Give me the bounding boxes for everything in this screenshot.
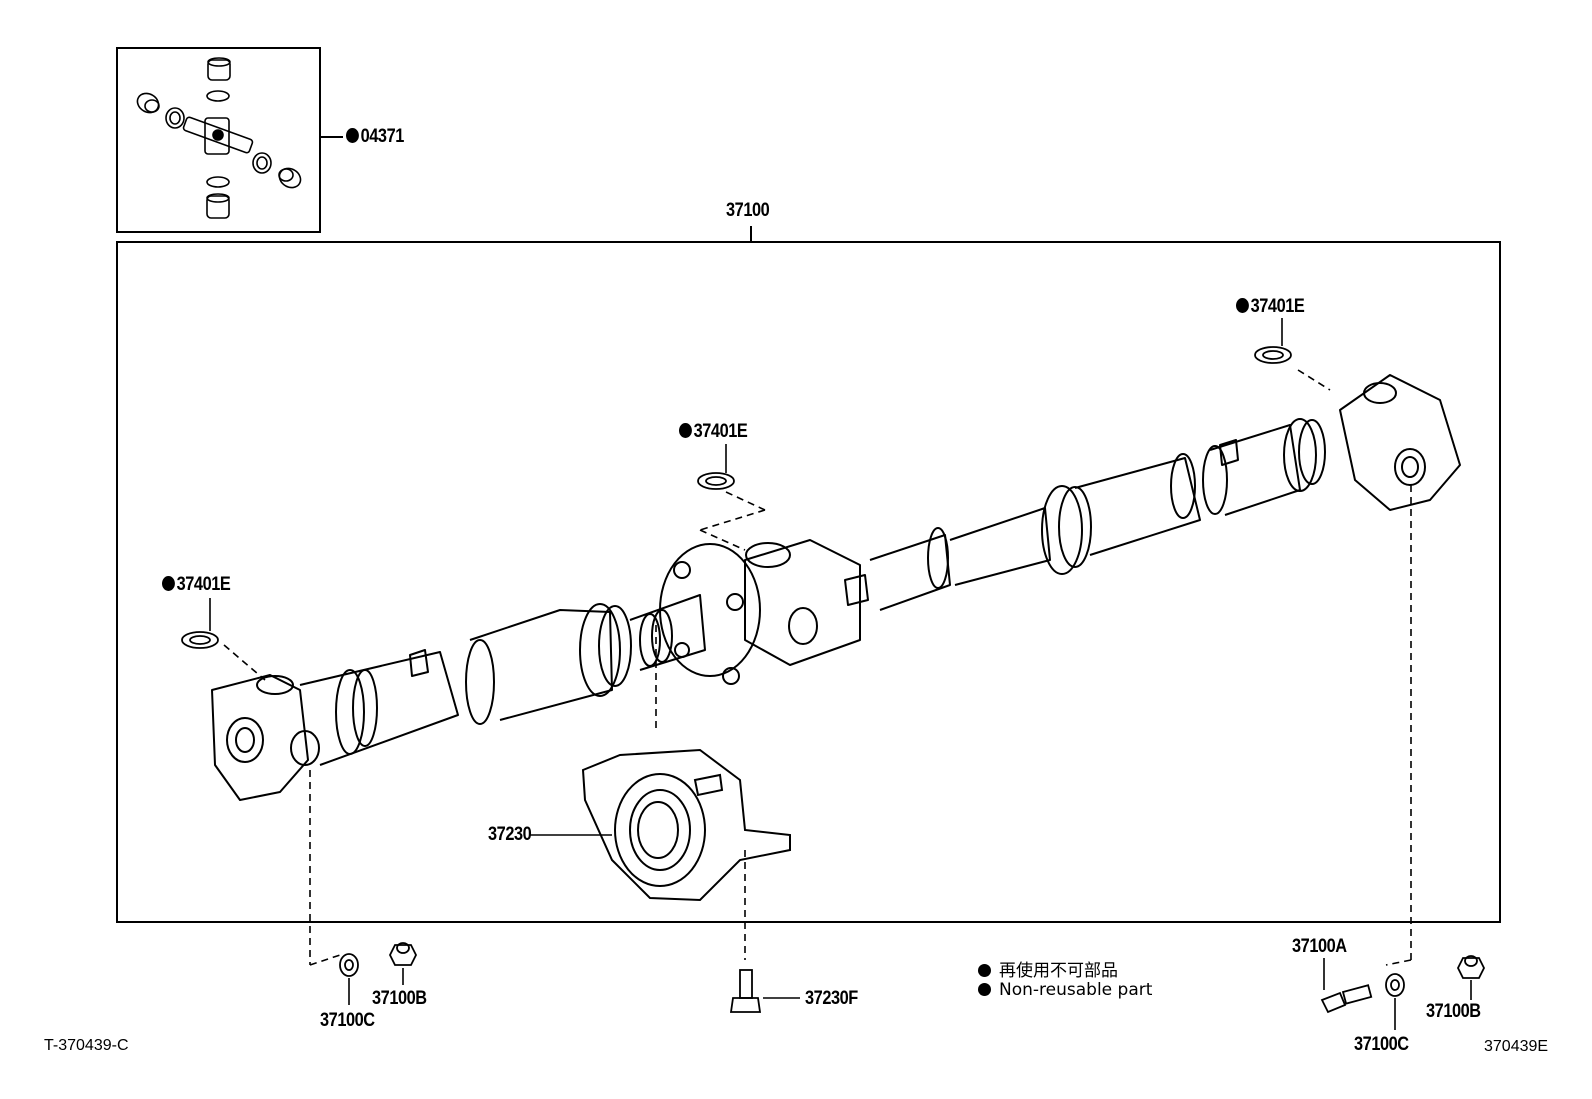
non-reusable-dot-icon bbox=[1236, 298, 1249, 313]
nut-icon bbox=[388, 942, 1486, 979]
label-snap-ring-front: 37401E bbox=[162, 574, 231, 596]
label-universal-joint-kit: 04371 bbox=[346, 126, 404, 148]
label-propeller-shaft-assy: 37100 bbox=[726, 200, 770, 221]
propeller-shaft-drawing bbox=[211, 374, 1461, 801]
non-reusable-dot-icon bbox=[978, 983, 991, 996]
center-bearing-drawing bbox=[530, 748, 791, 902]
label-bolt: 37100A bbox=[1292, 936, 1347, 957]
non-reusable-dot-icon bbox=[162, 576, 175, 591]
label-snap-ring-center: 37401E bbox=[679, 421, 748, 443]
legend-japanese: 再使用不可部品 bbox=[978, 956, 1118, 981]
label-nut-left: 37100B bbox=[372, 988, 427, 1009]
label-snap-ring-rear: 37401E bbox=[1236, 296, 1305, 318]
non-reusable-dot-icon bbox=[679, 423, 692, 438]
label-washer-left: 37100C bbox=[320, 1010, 375, 1031]
propeller-shaft-frame bbox=[116, 226, 1501, 923]
universal-joint-kit-icon bbox=[136, 57, 302, 219]
non-reusable-dot-icon bbox=[346, 128, 359, 143]
legend-english: Non-reusable part bbox=[978, 980, 1152, 1000]
footer-right-code: 370439E bbox=[1484, 1038, 1549, 1055]
footer-left-code: T-370439-C bbox=[44, 1037, 129, 1054]
bolt-icon bbox=[729, 969, 1373, 1014]
non-reusable-dot-icon bbox=[978, 964, 991, 977]
snap-ring-icon bbox=[181, 346, 1292, 649]
label-center-bearing-bolt: 37230F bbox=[805, 988, 858, 1009]
label-nut-right: 37100B bbox=[1426, 1001, 1481, 1022]
universal-joint-kit-inset bbox=[116, 47, 343, 233]
washer-icon bbox=[339, 953, 1405, 997]
label-center-bearing: 37230 bbox=[488, 824, 532, 845]
dashed-leaders bbox=[223, 369, 1412, 966]
label-washer-right: 37100C bbox=[1354, 1034, 1409, 1055]
